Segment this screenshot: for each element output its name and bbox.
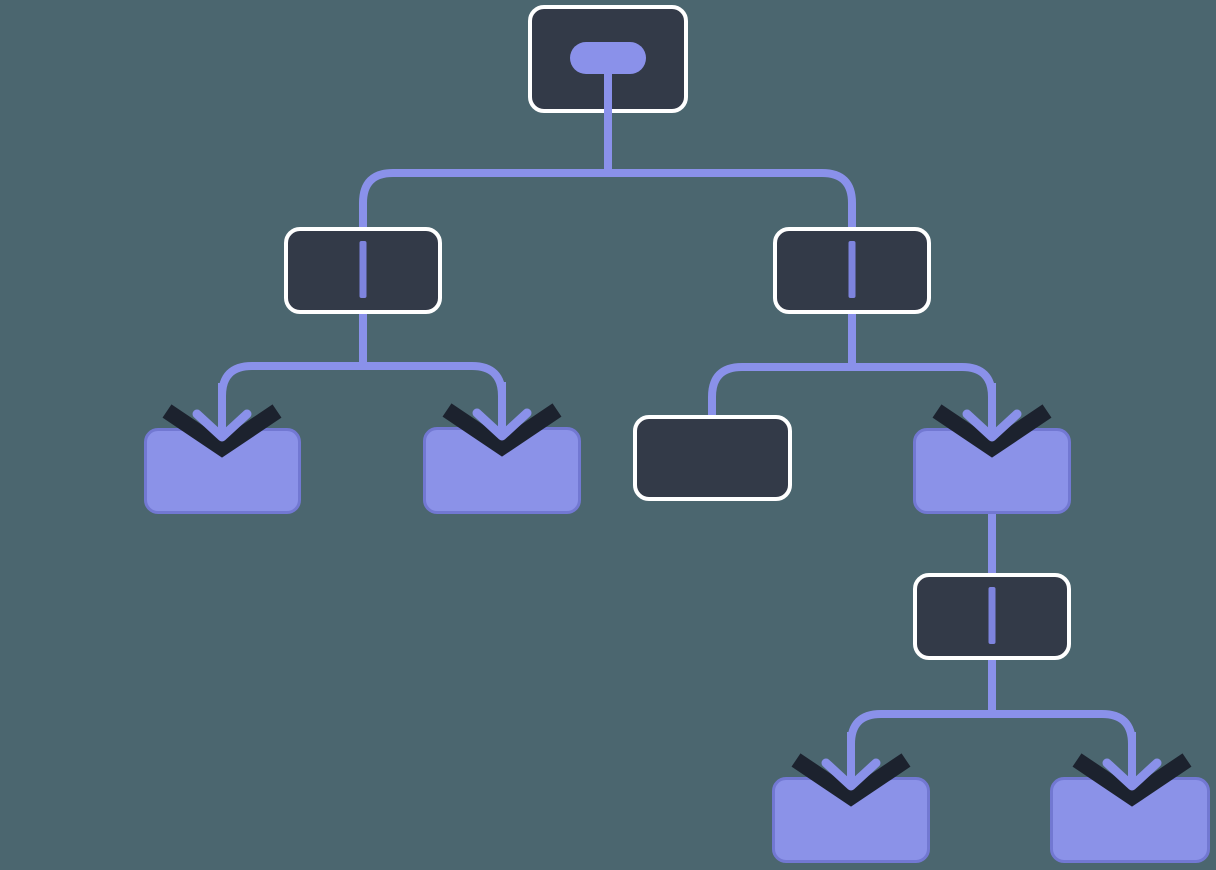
connector-level1-branch: [359, 169, 856, 230]
tree-node-right-grandchild: [913, 573, 1071, 660]
chevron-down-arrow-icon: [932, 383, 1052, 458]
tree-node-left-leaf-1: [144, 428, 301, 514]
tree-node-right-child: [773, 227, 931, 314]
root-stem-line: [604, 67, 612, 113]
tree-node-right-empty: [633, 415, 792, 501]
connector-bottom-branch: [847, 710, 1136, 756]
vertical-line-icon: [848, 241, 856, 298]
vertical-line-icon: [359, 241, 367, 298]
chevron-down-arrow-icon: [1072, 732, 1192, 807]
tree-node-bottom-leaf-2: [1050, 777, 1210, 863]
vertical-line-icon: [988, 587, 996, 644]
tree-node-left-leaf-2: [423, 427, 581, 514]
tree-node-left-child: [284, 227, 442, 314]
connector-left-subtree-branch: [218, 362, 506, 406]
tree-node-bottom-leaf-1: [772, 777, 930, 863]
chevron-down-arrow-icon: [162, 383, 282, 458]
connector-right-subtree-branch: [708, 363, 996, 417]
chevron-down-arrow-icon: [442, 382, 562, 457]
tree-node-root: [528, 5, 688, 113]
chevron-down-arrow-icon: [791, 732, 911, 807]
tree-node-right-leaf: [913, 428, 1071, 514]
root-pill-icon: [570, 42, 646, 74]
